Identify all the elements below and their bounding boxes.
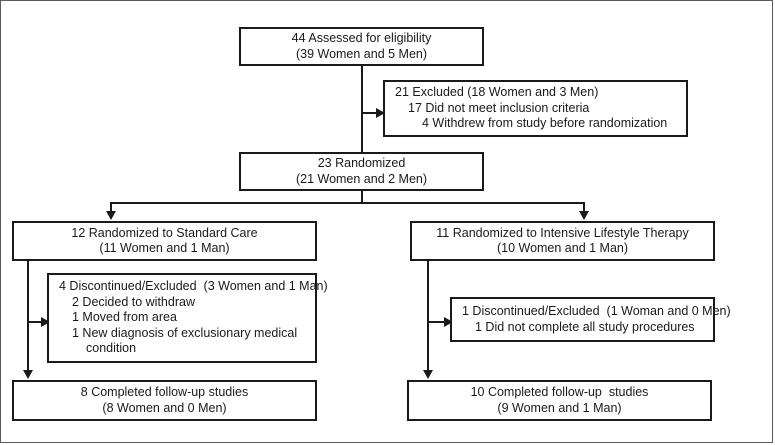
node-completed-intensive-line-2: (9 Women and 1 Man) [497,400,622,415]
connector-branch-to-excluded [361,112,384,114]
node-completed-intensive-line-1: 10 Completed follow-up studies [470,385,649,399]
node-discontinued-standard-line-1: 4 Discontinued/Excluded (3 Women and 1 M… [59,279,328,294]
node-excluded-line-3: 4 Withdrew from study before randomizati… [422,116,668,131]
node-arm-standard-line-2: (11 Women and 1 Man) [99,241,230,255]
node-discontinued-intensive: 1 Discontinued/Excluded (1 Woman and 0 M… [450,297,731,342]
arrowhead-to-standard-arm [106,211,116,220]
connector-branch-to-discontinued-intensive [427,321,451,323]
node-randomized-line-1: 23 Randomized [317,156,406,170]
node-assessed-line-2: (39 Women and 5 Men) [295,46,428,61]
node-arm-intensive-line-2: (10 Women and 1 Man) [496,241,629,255]
node-arm-standard-line-1: 12 Randomized to Standard Care [71,225,258,240]
node-completed-standard-line-2: (8 Women and 0 Men) [102,400,227,415]
node-completed-standard: 8 Completed follow-up studies (8 Women a… [12,380,317,421]
node-assessed-for-eligibility: 44 Assessed for eligibility (39 Women an… [239,27,484,66]
node-discontinued-intensive-line-2: 1 Did not complete all study procedures [475,319,695,334]
node-completed-standard-line-1: 8 Completed follow-up studies [80,385,249,399]
node-discontinued-standard-line-5: condition [86,341,137,356]
connector-split-left-drop [110,202,112,213]
node-randomized: 23 Randomized (21 Women and 2 Men) [239,152,484,191]
node-completed-intensive: 10 Completed follow-up studies (9 Women … [407,380,712,421]
node-excluded-line-2: 17 Did not meet inclusion criteria [408,100,590,115]
arrowhead-to-completed-intensive [423,370,433,379]
node-discontinued-standard-line-3: 1 Moved from area [72,310,177,325]
arrowhead-to-intensive-arm [579,211,589,220]
node-excluded: 21 Excluded (18 Women and 3 Men) 17 Did … [383,80,688,137]
connector-standard-spine [27,261,29,371]
connector-split-right-drop [583,202,585,213]
node-discontinued-standard: 4 Discontinued/Excluded (3 Women and 1 M… [47,273,328,363]
node-arm-standard-care: 12 Randomized to Standard Care (11 Women… [12,221,317,261]
connector-branch-to-discontinued-standard [27,321,48,323]
node-arm-intensive-lifestyle-therapy: 11 Randomized to Intensive Lifestyle The… [410,221,715,261]
arrowhead-to-discontinued-standard [41,317,50,327]
node-arm-intensive-line-1: 11 Randomized to Intensive Lifestyle The… [436,225,689,240]
node-excluded-line-1: 21 Excluded (18 Women and 3 Men) [395,85,599,100]
node-randomized-line-2: (21 Women and 2 Men) [295,171,428,186]
node-discontinued-standard-line-2: 2 Decided to withdraw [72,294,195,309]
arrowhead-to-completed-standard [23,370,33,379]
arrowhead-to-discontinued-intensive [444,317,453,327]
node-assessed-line-1: 44 Assessed for eligibility [291,31,432,45]
arrowhead-to-excluded [376,108,385,118]
connector-intensive-spine [427,261,429,371]
connector-randomized-stem [361,190,363,204]
node-discontinued-standard-line-4: 1 New diagnosis of exclusionary medical [72,325,298,340]
node-discontinued-intensive-line-1: 1 Discontinued/Excluded (1 Woman and 0 M… [462,304,731,318]
connector-split-bar [110,202,585,204]
connector-assessed-to-randomized [361,64,363,156]
